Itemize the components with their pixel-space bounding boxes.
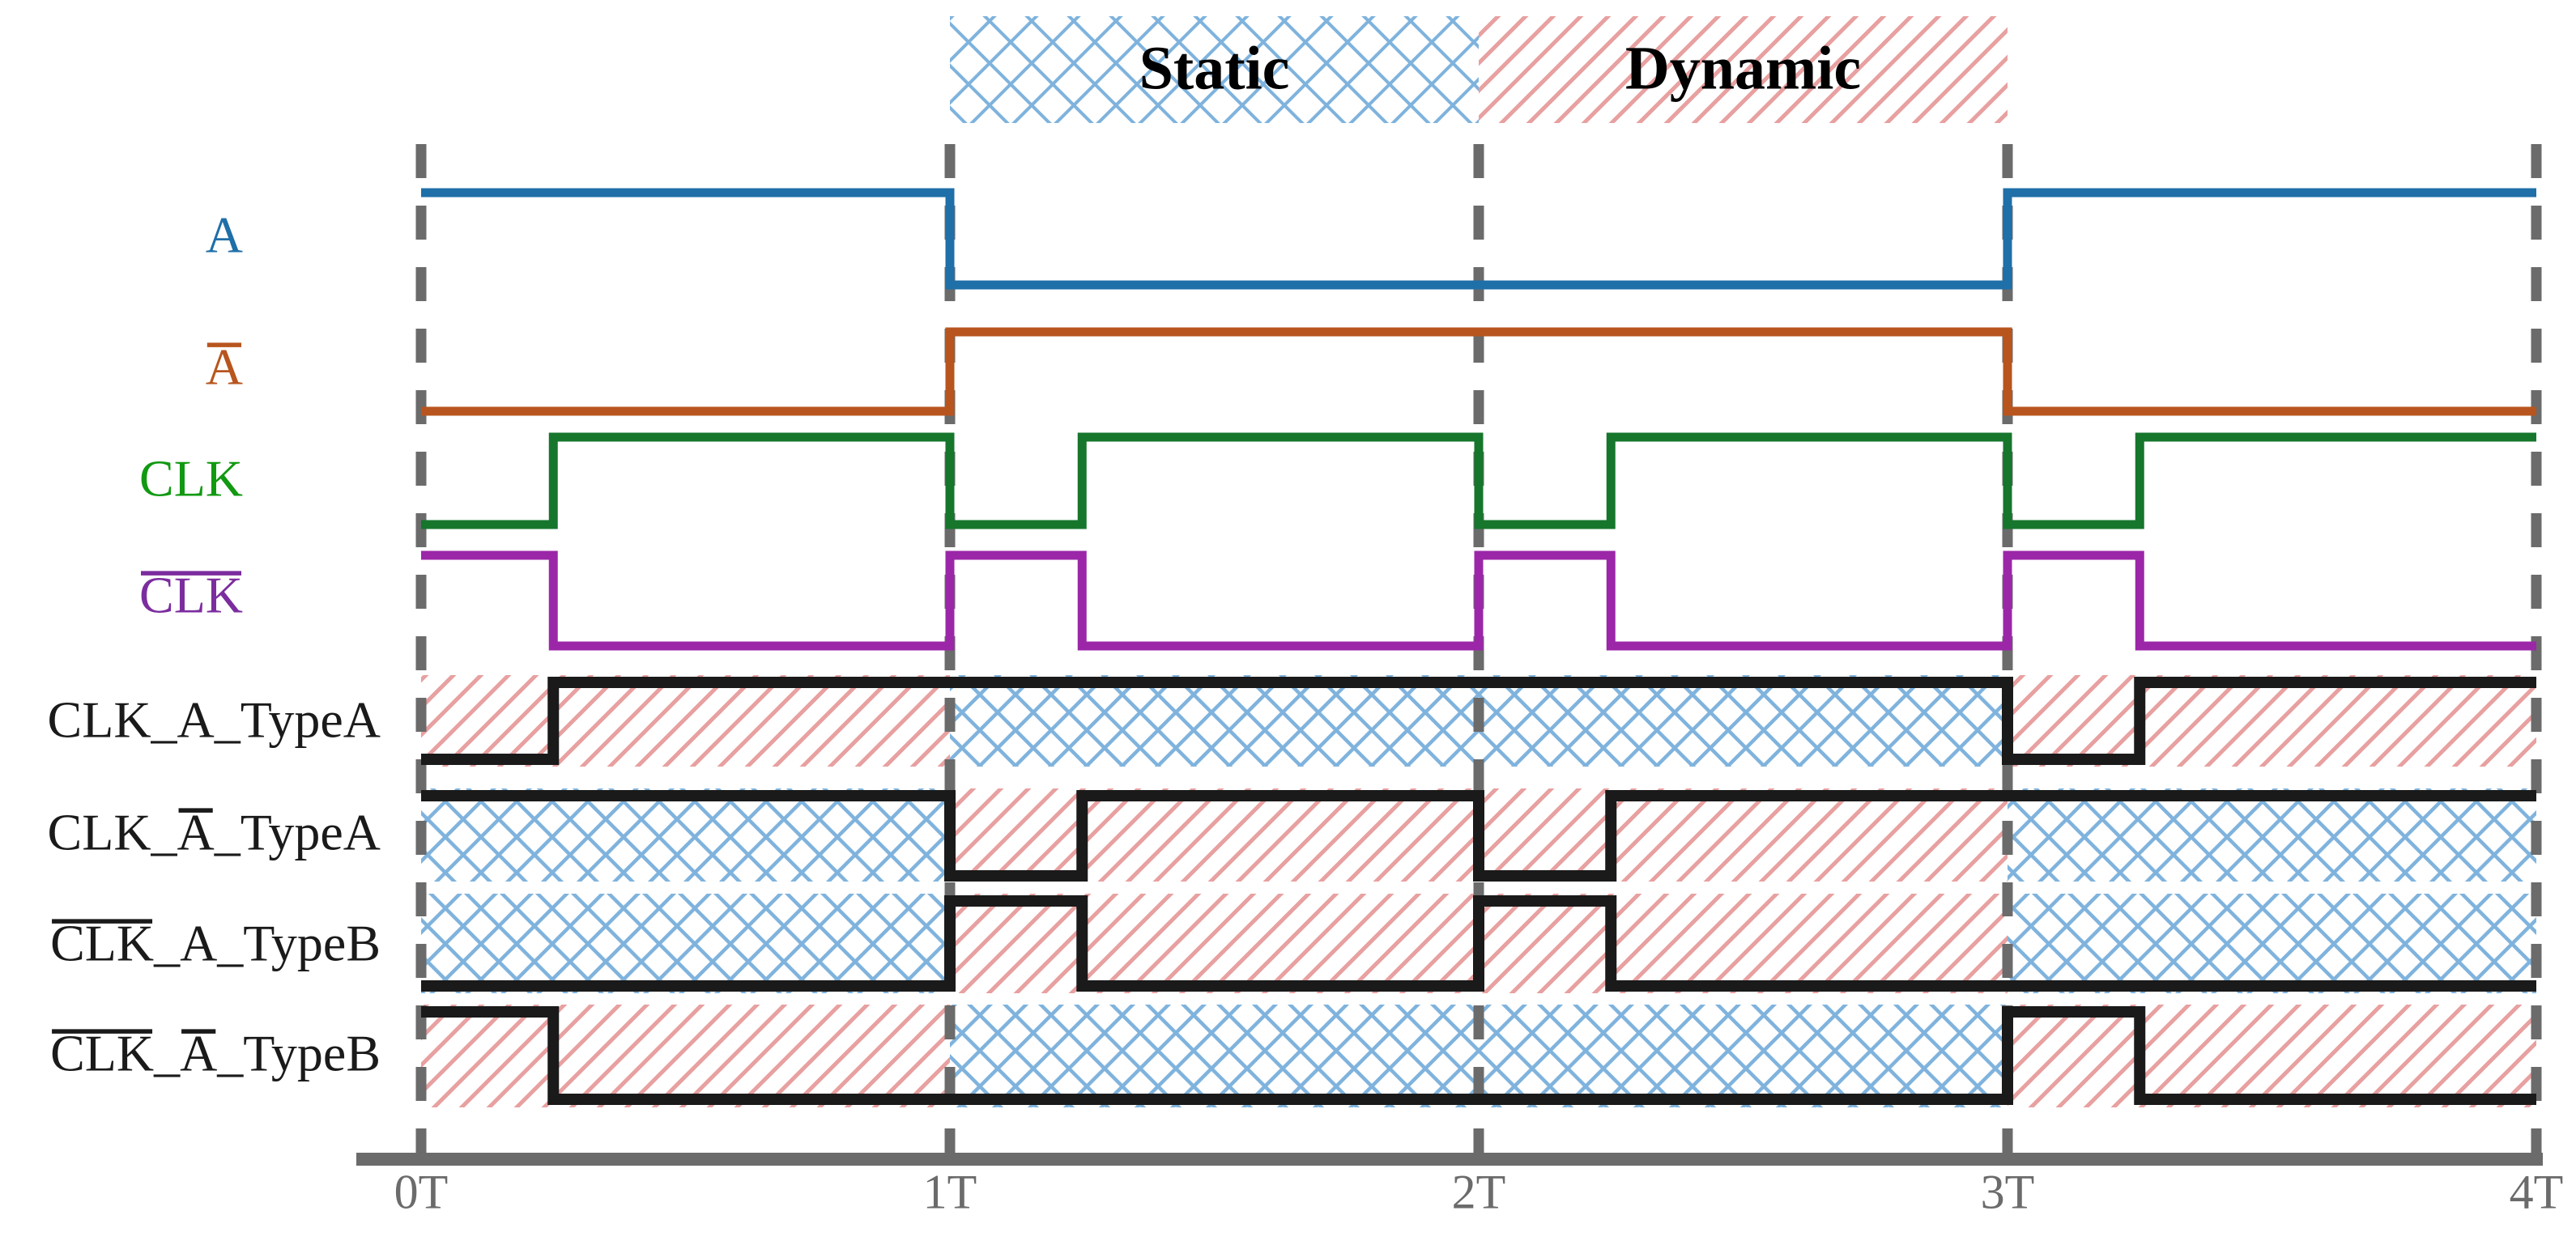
signal-label-text: A [180,1025,217,1082]
row-shading-dynamic [421,675,950,767]
legend-band-static: Static [950,16,1479,123]
signal-label-clkbar-abar-typeb: CLK_A_TypeB [50,1025,381,1082]
x-tick-label: 0T [394,1165,449,1218]
legend: Static Dynamic [950,16,2008,123]
signal-label-text: _TypeA [214,804,381,861]
waveform-clk-bar [421,550,2536,651]
waveform-clkbar-abar-typeb [421,1006,2536,1105]
waveform-clk-abar-typea [421,790,2536,882]
waveform-clk [421,432,2536,529]
signal-label-clk-bar: CLK [139,567,243,624]
signal-label-text: CLK [139,567,243,624]
signal-label-text: CLK [139,450,243,508]
row-shading-dynamic [2008,675,2536,767]
row-shading-dynamic [2008,1005,2536,1107]
signal-labels: AACLKCLKCLK_A_TypeACLK_A_TypeACLK_A_Type… [48,206,381,1082]
signal-label-text: CLK [50,1025,154,1082]
legend-band-dynamic: Dynamic [1479,16,2008,123]
row-shading-static [2008,788,2536,882]
signal-label-clk: CLK [139,450,243,508]
signal-label-clkbar-a-typeb: CLK_A_TypeB [50,915,381,972]
signal-label-text: A [206,206,243,264]
signal-label-text: CLK [50,915,154,972]
signal-label-text: _TypeB [216,1025,381,1082]
signal-label-text: _A_TypeA [151,691,381,749]
signal-label-a: A [206,206,243,264]
row-shading-static [2008,894,2536,993]
signal-label-clk-abar-typea: CLK_A_TypeA [48,804,381,861]
x-tick-label: 1T [923,1165,977,1218]
x-tick-labels: 0T 1T 2T 3T 4T [394,1165,2564,1218]
signal-label-text: CLK [48,691,151,749]
signal-label-text: CLK_ [48,804,178,861]
signal-label-text: A [177,804,215,861]
waveforms [421,188,2536,1105]
waveform-a [421,188,2536,290]
signal-label-text: _A_TypeB [153,915,381,972]
row-shading-static [421,788,950,882]
signal-label-clk-a-typea: CLK_A_TypeA [48,691,381,749]
legend-band-label: Static [1139,34,1290,102]
x-tick-label: 2T [1452,1165,1506,1218]
waveform-clkbar-a-typeb [421,895,2536,992]
x-tick-label: 3T [1981,1165,2035,1218]
gridlines [415,144,2542,1159]
signal-label-a-bar: A [206,338,243,396]
x-tick-label: 4T [2510,1165,2564,1218]
signal-label-text: A [206,338,243,396]
row-shading-dynamic [421,1005,950,1107]
waveform-a-bar [421,327,2536,416]
signal-label-text: _ [153,1025,181,1082]
legend-band-label: Dynamic [1625,34,1861,102]
row-shading-static [421,894,950,993]
waveform-clk-a-typea [421,677,2536,765]
